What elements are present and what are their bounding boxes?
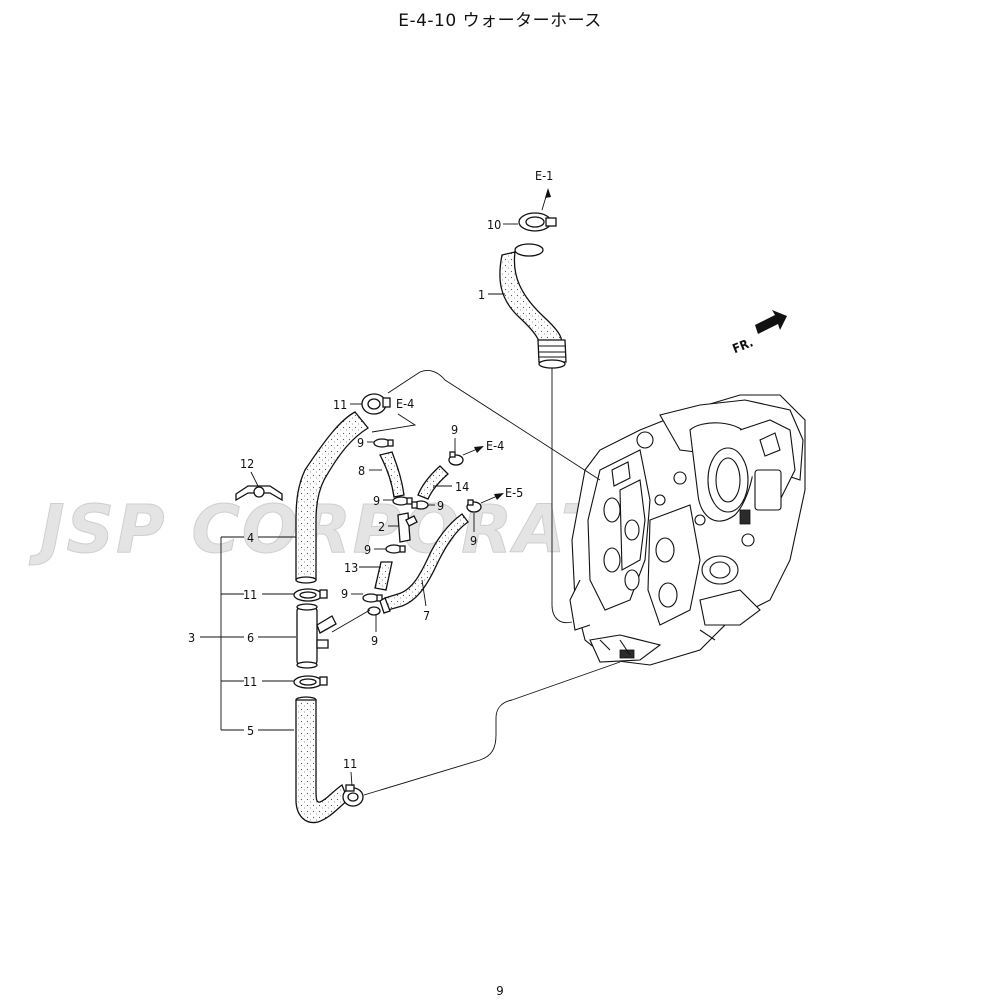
part-4-hose [295,411,369,584]
callout-9-f: 9 [341,586,348,601]
reference-arrow-e1 [541,188,551,211]
part-5-hose [295,696,349,824]
part-9-clamp-h [466,499,482,513]
callout-9-b: 9 [373,493,380,508]
part-13-short-hose [374,561,393,591]
callout-5: 5 [247,723,254,738]
part-9-clamp-b [392,496,413,506]
callout-11-mid: 11 [243,587,257,602]
part-8-short-hose [379,451,405,498]
reference-label-e5: E-5 [505,485,523,500]
callout-10: 10 [487,217,501,232]
callout-14: 14 [455,479,469,494]
callout-12: 12 [240,456,254,471]
front-direction-label: FR. [730,334,755,356]
part-12-clip [235,485,283,502]
part-2-y-joint [397,512,418,543]
part-9-clamp-e [385,544,406,554]
callout-1: 1 [478,287,485,302]
part-11-clamp-top [361,393,391,415]
callout-11-bottom: 11 [343,756,357,771]
callout-7: 7 [423,608,430,623]
part-9-clamp-a [373,438,394,448]
part-9-clamp-f [362,593,383,603]
part-1-upper-hose [499,243,567,369]
part-6-t-joint [296,603,337,669]
part-11-clamp-mid [293,588,328,602]
callout-9-e: 9 [364,542,371,557]
page-title: E-4-10 ウォーターホース [398,11,602,31]
callout-11-low: 11 [243,674,257,689]
callout-11-top: 11 [333,397,347,412]
reference-label-e4-mid: E-4 [486,438,504,453]
part-11-clamp-low [293,675,328,689]
callout-13: 13 [344,560,358,575]
front-arrow-icon [755,310,787,334]
part-9-clamp-c [411,500,429,510]
reference-label-e4-left: E-4 [396,396,414,411]
callout-8: 8 [358,463,365,478]
callout-9-c: 9 [437,498,444,513]
callout-2: 2 [378,519,385,534]
part-11-clamp-bottom [342,784,364,807]
engine-block-illustration [569,394,806,666]
page-number: 9 [496,984,504,998]
callout-9-a: 9 [357,435,364,450]
front-direction-indicator: FR. [730,310,787,356]
part-9-clamp-d [448,451,464,466]
callout-6: 6 [247,630,254,645]
reference-label-e1: E-1 [535,168,553,183]
part-10-clamp [518,212,557,232]
callout-9-d: 9 [451,422,458,437]
callout-4: 4 [247,530,254,545]
callout-9-h: 9 [470,533,477,548]
part-14-short-hose [417,465,449,500]
part-9-clamp-g [367,606,381,616]
callout-9-g: 9 [371,633,378,648]
callout-3: 3 [188,630,195,645]
